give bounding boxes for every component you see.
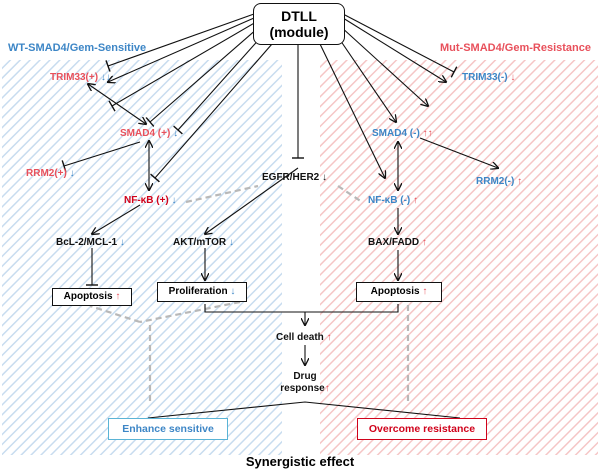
node-name: NF-κB (-) [368,195,411,206]
module-subtitle: (module) [269,24,329,40]
node-arrows: ↑ [517,176,523,187]
convergence-edges [147,304,461,419]
resistance-region [320,60,598,455]
node-trim33-left: TRIM33(+) ↓↓ [50,72,111,84]
right-edges [398,137,498,280]
node-name: Apoptosis [370,286,420,297]
node-arrows: ↑ [326,332,332,343]
node-arrows: ↓↓ [100,72,111,83]
node-name: RRM2(-) [476,176,515,187]
node-akt: AKT/mTOR ↓ [173,237,234,249]
dtll-module: DTLL (module) [253,3,345,45]
node-rrm2-right: RRM2(-) ↑ [476,176,522,188]
node-bcl2: BcL-2/MCL-1 ↓ [56,237,125,249]
node-arrows: ↓ [119,237,125,248]
node-bax: BAX/FADD ↑ [368,237,427,249]
node-smad4-right: SMAD4 (-) ↑↑ [372,128,433,140]
node-arrows: ↑ [421,237,427,248]
node-arrows: ↓ [171,195,177,206]
node-arrows: ↓ [510,72,516,83]
node-name-line1: Drug [293,371,317,382]
dtll-edges [105,13,458,183]
node-arrows: ↑ [115,291,121,302]
node-arrows: ↓ [230,286,236,297]
left-edges [61,84,299,286]
node-name: SMAD4 (-) [372,128,420,139]
outcome-enhance-sensitive: Enhance sensitive [108,418,228,440]
node-name: BcL-2/MCL-1 [56,237,118,248]
node-arrows: ↓ [322,172,328,183]
node-rrm2-left: RRM2(+) ↓ [26,168,75,180]
node-name-line2: response [280,383,325,394]
sensitive-region [2,60,282,455]
node-name: Cell death [276,332,324,343]
node-apoptosis-left: Apoptosis ↑ [52,288,132,306]
node-cell-death: Cell death ↑ [276,332,332,344]
node-arrows: ↓ [173,128,179,139]
node-trim33-right: TRIM33(-) ↓ [462,72,515,84]
node-name: AKT/mTOR [173,237,227,248]
node-name: Apoptosis [63,291,113,302]
node-name: Proliferation [168,286,228,297]
node-egfr: EGFR/HER2 ↓ [262,172,327,184]
resistance-title: Mut-SMAD4/Gem-Resistance [440,42,591,54]
node-arrows: ↓ [69,168,75,179]
node-arrows: ↑ [413,195,419,206]
node-name: EGFR/HER2 [262,172,320,183]
node-nfkb-right: NF-κB (-) ↑ [368,195,418,207]
node-name: NF-κB (+) [124,195,169,206]
module-title: DTLL [281,8,317,24]
node-name: RRM2(+) [26,168,67,179]
node-arrows: ↑↑ [422,128,433,139]
node-name: TRIM33(-) [462,72,508,83]
node-apoptosis-right: Apoptosis ↑ [356,282,442,302]
node-drug-response: Drug response↑ [270,371,340,395]
node-smad4-left: SMAD4 (+) ↓ [120,128,178,140]
dashed-links [89,184,410,402]
node-nfkb-left: NF-κB (+) ↓ [124,195,177,207]
node-arrows: ↓ [228,237,234,248]
synergistic-effect-label: Synergistic effect [245,454,355,469]
node-name: SMAD4 (+) [120,128,171,139]
sensitive-title: WT-SMAD4/Gem-Sensitive [8,42,147,54]
outcome-overcome-resistance: Overcome resistance [357,418,487,440]
node-arrows: ↑ [422,286,428,297]
node-arrows: ↑ [324,383,330,394]
node-name: BAX/FADD [368,237,420,248]
node-proliferation: Proliferation ↓ [157,282,247,302]
node-name: TRIM33(+) [50,72,99,83]
